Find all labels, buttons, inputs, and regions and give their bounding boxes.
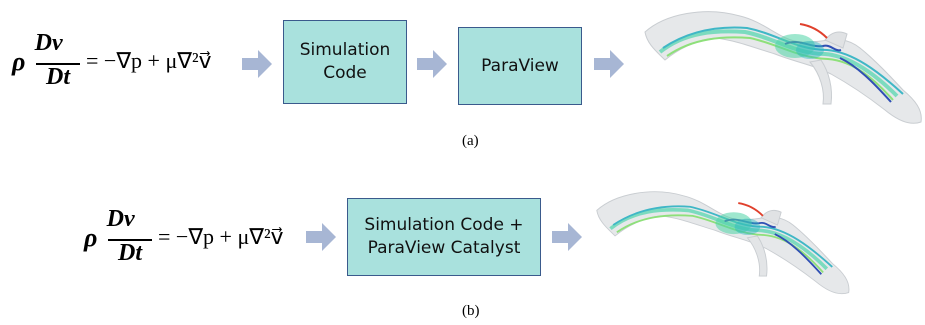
equation-a-rhs: = −∇p + μ∇²v⃗	[86, 48, 212, 73]
arrow-right-icon	[306, 223, 336, 251]
arrow-right-icon	[552, 223, 582, 251]
simulation-catalyst-label: Simulation Code + ParaView Catalyst	[364, 215, 524, 258]
caption-b: (b)	[462, 303, 480, 319]
arrow-right-icon	[594, 50, 624, 78]
equation-a-numerator: Dv⃗	[34, 30, 82, 56]
equation-b-rho: ρ	[84, 223, 98, 252]
paraview-box: ParaView	[458, 27, 582, 105]
equation-a-rho: ρ	[12, 47, 26, 76]
simulation-catalyst-box: Simulation Code + ParaView Catalyst	[347, 198, 541, 276]
paraview-label: ParaView	[481, 55, 559, 76]
simulation-code-label: Simulation Code	[299, 40, 391, 83]
blood-vessel-flow-visualization	[596, 191, 850, 295]
equation-b-rhs: = −∇p + μ∇²v⃗	[158, 224, 284, 249]
blood-vessel-flow-visualization	[644, 11, 922, 124]
equation-b-numerator: Dv⃗	[106, 206, 154, 232]
arrow-right-icon	[417, 50, 447, 78]
equation-b-denominator: Dt	[118, 240, 142, 266]
equation-a: ρ Dv⃗ Dt = −∇p + μ∇²v⃗	[8, 26, 258, 96]
equation-b-fraction-bar	[108, 239, 152, 241]
equation-a-fraction-bar	[36, 63, 80, 65]
simulation-code-box: Simulation Code	[283, 20, 407, 104]
equation-a-denominator: Dt	[46, 64, 70, 90]
caption-a: (a)	[462, 133, 479, 149]
arrow-right-icon	[242, 50, 272, 78]
equation-b: ρ Dv⃗ Dt = −∇p + μ∇²v⃗	[80, 202, 320, 272]
